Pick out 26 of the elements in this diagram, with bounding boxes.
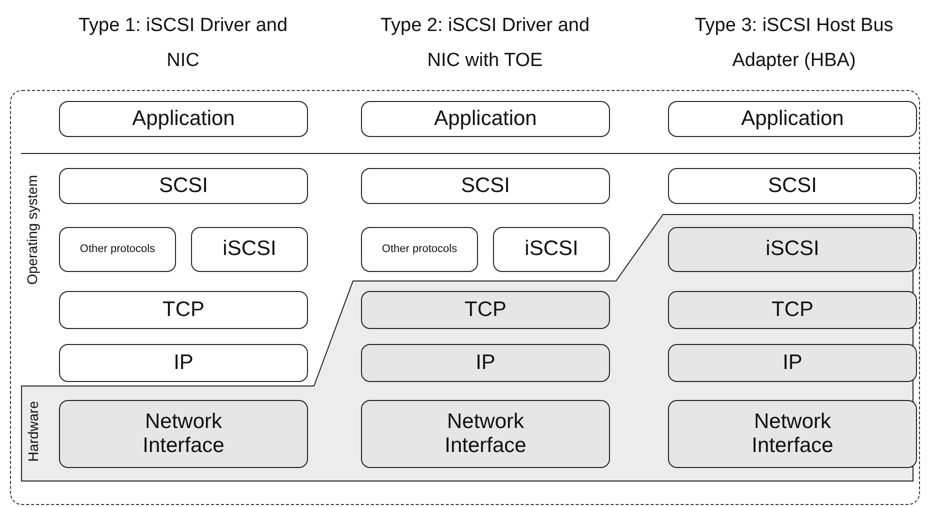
- layer-box: Network Interface: [668, 400, 917, 468]
- layer-box: Application: [361, 101, 610, 137]
- layer-box: SCSI: [668, 168, 917, 204]
- layer-box: TCP: [668, 291, 917, 329]
- layer-box: IP: [668, 344, 917, 382]
- layer-box: iSCSI: [668, 227, 917, 272]
- layer-box: Application: [59, 101, 308, 137]
- column-heading: Type 2: iSCSI Driver and NIC with TOE: [379, 14, 591, 73]
- side-label: Operating system: [24, 175, 40, 285]
- layer-box: TCP: [59, 291, 308, 329]
- layer-box: SCSI: [59, 168, 308, 204]
- column-heading: Type 3: iSCSI Host Bus Adapter (HBA): [694, 14, 894, 73]
- layer-box: Network Interface: [361, 400, 610, 468]
- layer-box: SCSI: [361, 168, 610, 204]
- layer-box: iSCSI: [191, 227, 308, 272]
- dashed-frame: [10, 90, 920, 505]
- layer-box: IP: [361, 344, 610, 382]
- layer-box: Other protocols: [361, 227, 478, 272]
- layer-box: iSCSI: [493, 227, 610, 272]
- layer-box: Application: [668, 101, 917, 137]
- region-label: Hardware: [25, 401, 41, 462]
- layer-box: IP: [59, 344, 308, 382]
- layer-box: Network Interface: [59, 400, 308, 468]
- column-heading: Type 1: iSCSI Driver and NIC: [77, 14, 289, 73]
- layer-box: TCP: [361, 291, 610, 329]
- layer-box: Other protocols: [59, 227, 176, 272]
